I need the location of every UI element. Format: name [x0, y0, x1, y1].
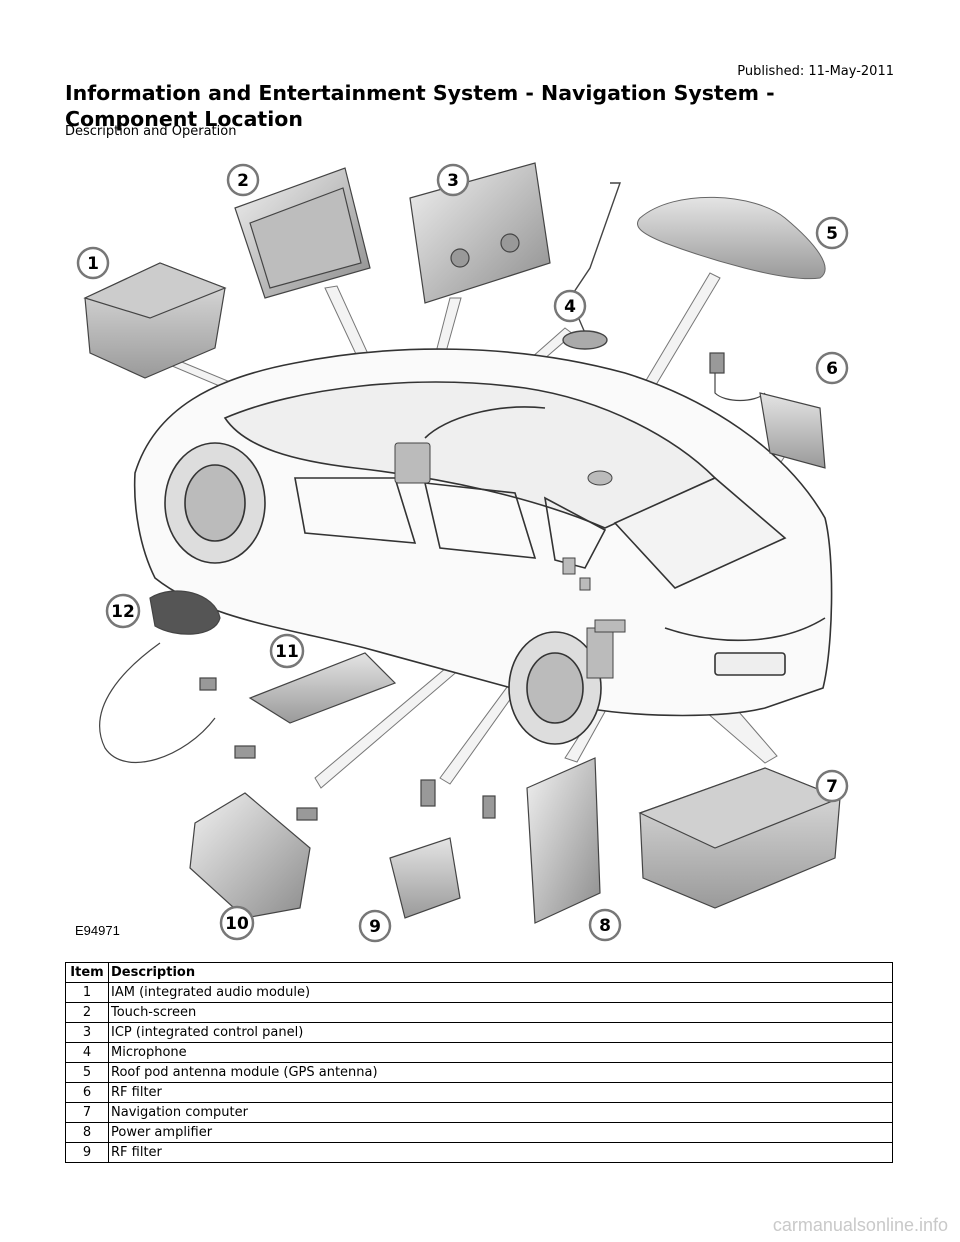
component-10-rf-filter [189, 745, 318, 919]
callout-12: 12 [105, 593, 141, 629]
svg-text:1: 1 [87, 254, 99, 274]
callout-7: 7 [815, 769, 849, 803]
page-subtitle: Description and Operation [65, 124, 237, 139]
callout-5: 5 [815, 216, 849, 250]
component-12-gps-antenna [99, 590, 221, 763]
table-header-row: Item Description [65, 962, 893, 983]
item-number: 8 [65, 1122, 109, 1143]
item-number: 1 [65, 982, 109, 1003]
item-description: RF filter [108, 1142, 893, 1163]
component-9-rf-filter [389, 779, 496, 919]
component-7-navigation-computer [638, 767, 842, 909]
item-number: 6 [65, 1082, 109, 1103]
item-description: IAM (integrated audio module) [108, 982, 893, 1003]
component-2-touch-screen [234, 167, 371, 299]
callout-6: 6 [815, 351, 849, 385]
svg-text:9: 9 [369, 917, 381, 937]
callout-8: 8 [588, 908, 622, 942]
svg-text:4: 4 [564, 297, 576, 317]
component-diagram: 1 2 3 4 5 6 7 8 9 10 11 12 E94971 [75, 162, 849, 943]
published-date: Published: 11-May-2011 [737, 64, 894, 79]
item-description: Navigation computer [108, 1102, 893, 1123]
svg-text:3: 3 [447, 171, 459, 191]
car-outline [133, 348, 833, 745]
item-description: Roof pod antenna module (GPS antenna) [108, 1062, 893, 1083]
item-description: RF filter [108, 1082, 893, 1103]
item-number: 9 [65, 1142, 109, 1163]
svg-text:5: 5 [826, 224, 838, 244]
svg-text:2: 2 [237, 171, 249, 191]
component-5-roof-pod [636, 196, 826, 280]
item-description: Microphone [108, 1042, 893, 1063]
component-6-rf-filter [709, 352, 826, 469]
page-title: Information and Entertainment System - N… [65, 81, 775, 131]
callout-10: 10 [219, 905, 255, 941]
callout-9: 9 [358, 909, 392, 943]
column-header-item: Item [65, 962, 109, 983]
callout-4: 4 [553, 289, 587, 323]
component-8-power-amplifier [526, 757, 601, 924]
figure-id: E94971 [75, 923, 120, 938]
component-3-icp [409, 162, 551, 304]
component-11-module [248, 652, 397, 724]
item-description: Power amplifier [108, 1122, 893, 1143]
svg-text:12: 12 [111, 602, 135, 622]
svg-text:10: 10 [225, 914, 249, 934]
svg-text:8: 8 [599, 916, 611, 936]
svg-text:6: 6 [826, 359, 838, 379]
component-4-microphone [562, 182, 621, 350]
item-description: ICP (integrated control panel) [108, 1022, 893, 1043]
svg-text:11: 11 [275, 642, 299, 662]
component-1-iam [83, 262, 227, 379]
callouts: 1 2 3 4 5 6 7 8 9 10 11 12 [76, 163, 849, 943]
item-number: 2 [65, 1002, 109, 1023]
in-car-markers [394, 442, 626, 679]
column-header-description: Description [108, 962, 893, 983]
watermark: carmanualsonline.info [772, 1215, 948, 1235]
item-number: 4 [65, 1042, 109, 1063]
item-description: Touch-screen [108, 1002, 893, 1023]
svg-text:7: 7 [826, 777, 838, 797]
callout-2: 2 [226, 163, 260, 197]
item-number: 7 [65, 1102, 109, 1123]
callout-11: 11 [269, 633, 305, 669]
callout-1: 1 [76, 246, 110, 280]
callout-3: 3 [436, 163, 470, 197]
item-number: 3 [65, 1022, 109, 1043]
item-number: 5 [65, 1062, 109, 1083]
component-location-figure: 1 2 3 4 5 6 7 8 9 10 11 12 E94971 [65, 148, 893, 954]
